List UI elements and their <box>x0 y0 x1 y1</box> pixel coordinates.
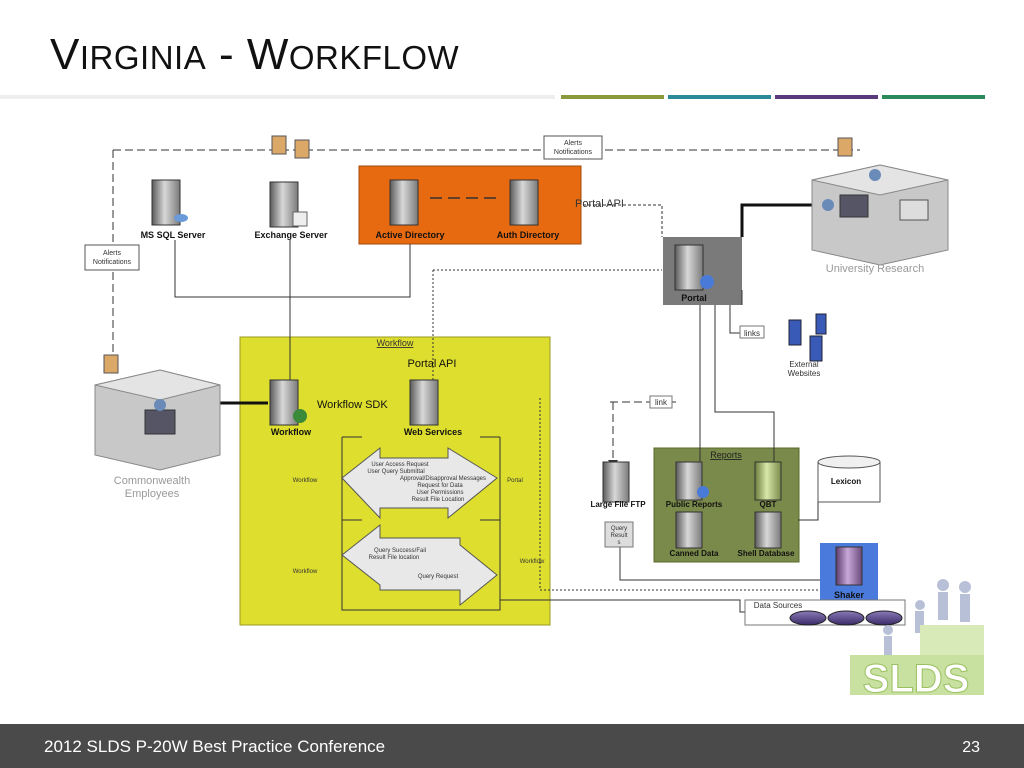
external-websites-icon <box>788 313 827 362</box>
flow-text: Workflow <box>293 478 318 484</box>
university-research-building <box>811 164 949 266</box>
envelope-icon <box>103 354 119 374</box>
large-file-ftp-label: Large File FTP <box>590 500 646 509</box>
flow-text: Portal <box>507 478 523 484</box>
query-results-label-line1: Query <box>611 526 627 532</box>
query-results-box <box>604 521 634 548</box>
server-icon <box>269 181 308 228</box>
alerts-top-label-line2: Notifications <box>554 149 593 156</box>
links-box <box>739 325 765 339</box>
canned-data-label: Canned Data <box>670 549 719 558</box>
links-label: links <box>744 329 760 338</box>
lexicon-label: Lexicon <box>831 477 861 486</box>
title-rest-virginia: IRGINIA <box>79 39 207 76</box>
workflow-server-label: Workflow <box>271 427 312 437</box>
title-initial-v: V <box>50 30 80 79</box>
exchange-server-label: Exchange Server <box>254 230 328 240</box>
alerts-left-label-line2: Notifications <box>93 259 132 266</box>
footer-conference-text: 2012 SLDS P-20W Best Practice Conference <box>44 737 386 756</box>
response-flow-arrow <box>341 523 498 607</box>
ms-sql-server-label: MS SQL Server <box>141 230 206 240</box>
workflow-sdk-label: Workflow SDK <box>317 399 388 411</box>
slds-logo-bars <box>850 625 984 695</box>
title-separator: - <box>206 30 247 79</box>
server-icon <box>409 379 439 426</box>
flow-text: User Permissions <box>416 490 463 496</box>
flow-text: Query Request <box>418 574 459 580</box>
title-rule-segment <box>0 95 555 99</box>
server-icon <box>835 546 863 586</box>
link-label: link <box>655 398 668 407</box>
server-icon <box>509 179 539 226</box>
shaker-label: Shaker <box>834 590 865 600</box>
server-icon <box>269 379 307 426</box>
page-number: 23 <box>962 739 980 756</box>
envelope-icon <box>837 137 853 157</box>
request-flow-arrow <box>341 446 498 520</box>
reports-region-label: Reports <box>710 450 742 460</box>
title-rule-segment <box>668 95 771 99</box>
footer-bar: 2012 SLDS P-20W Best Practice Conference… <box>0 724 1024 768</box>
active-directory-label: Active Directory <box>375 230 444 240</box>
server-icon <box>151 179 188 226</box>
lexicon-database-icon <box>817 455 881 503</box>
alerts-top-label-line1: Alerts <box>564 140 582 147</box>
flow-text: User Query Submittal <box>367 469 424 475</box>
flow-text: Workflow <box>520 559 545 565</box>
shell-database-label: Shell Database <box>738 549 795 558</box>
commonwealth-employees-label-line1: Commonwealth <box>114 475 190 487</box>
flow-text: User Access Request <box>371 462 429 468</box>
flow-text: Request for Data <box>417 483 463 489</box>
envelope-icon <box>271 135 287 155</box>
query-results-label-line3: s <box>618 540 621 546</box>
title-initial-w: W <box>246 30 289 79</box>
title-rule-segment <box>882 95 985 99</box>
title-rule-segment <box>561 95 664 99</box>
data-sources-disks <box>789 610 903 626</box>
server-icon <box>675 461 709 501</box>
qbt-label: QBT <box>760 500 777 509</box>
commonwealth-employees-label-line2: Employees <box>125 488 180 500</box>
server-icon <box>754 461 782 501</box>
portal-api-inner-label: Portal API <box>408 358 457 370</box>
external-websites-label-line2: Websites <box>788 369 821 378</box>
auth-directory-label: Auth Directory <box>497 230 560 240</box>
commonwealth-building <box>94 369 221 471</box>
query-results-label-line2: Result <box>610 533 627 539</box>
portal-label: Portal <box>681 293 707 303</box>
server-icon <box>754 511 782 549</box>
server-icon <box>675 511 703 549</box>
web-services-label: Web Services <box>404 427 462 437</box>
flow-text: Approval/Disapproval Messages <box>400 476 486 482</box>
envelope-icon <box>294 139 310 159</box>
alerts-top-box <box>543 135 603 160</box>
external-websites-label-line1: External <box>789 360 819 369</box>
server-icon <box>389 179 419 226</box>
public-reports-label: Public Reports <box>666 500 723 509</box>
flow-text: Result File Location <box>412 497 465 503</box>
server-icon <box>674 244 714 291</box>
flow-text: Workflow <box>293 569 318 575</box>
flow-text: Result File location <box>369 555 420 561</box>
slds-logo-text: SLDS <box>863 657 970 701</box>
slide-title: VIRGINIA - WORKFLOW <box>50 30 459 80</box>
alerts-left-label-line1: Alerts <box>103 250 121 257</box>
workflow-region-label: Workflow <box>377 338 414 348</box>
title-rule-segment <box>775 95 878 99</box>
flow-text: Query Success/Fail <box>374 548 426 554</box>
university-research-label: University Research <box>826 263 924 275</box>
title-rest-workflow: ORKFLOW <box>288 39 460 76</box>
alerts-left-box <box>84 244 140 271</box>
server-icon <box>602 461 630 503</box>
slds-logo-figures <box>883 579 971 656</box>
link-box <box>649 395 673 409</box>
portal-api-top-label: Portal API <box>575 198 624 210</box>
data-sources-label: Data Sources <box>754 601 802 610</box>
